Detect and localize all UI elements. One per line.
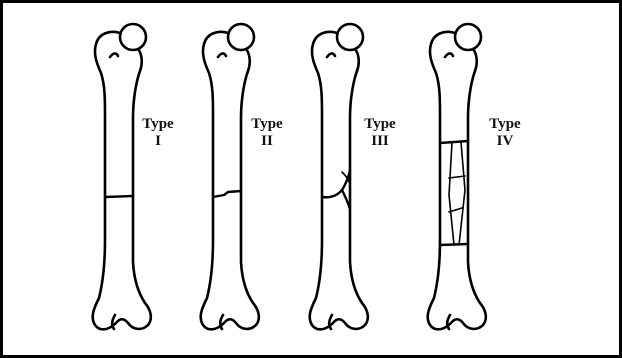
type-word: Type bbox=[244, 116, 290, 133]
type-numeral: III bbox=[357, 133, 403, 150]
type-numeral: IV bbox=[482, 133, 528, 150]
type-label-2: Type II bbox=[244, 116, 290, 150]
type-label-3: Type III bbox=[357, 116, 403, 150]
femur-type-4 bbox=[428, 24, 486, 329]
type-numeral: II bbox=[244, 133, 290, 150]
transverse-fracture-line bbox=[105, 196, 133, 197]
femur-type-1 bbox=[93, 24, 151, 329]
type-numeral: I bbox=[135, 133, 181, 150]
femur-type-2 bbox=[201, 24, 259, 329]
femur-outline-1 bbox=[93, 24, 151, 329]
type-word: Type bbox=[482, 116, 528, 133]
type-label-1: Type I bbox=[135, 116, 181, 150]
comminuted-upper-fracture-line bbox=[440, 141, 468, 143]
type-word: Type bbox=[357, 116, 403, 133]
comminuted-fragment-line-b bbox=[459, 142, 465, 245]
femur-outline-3 bbox=[310, 24, 368, 329]
femur-type-3 bbox=[310, 24, 368, 329]
short-oblique-fracture-line bbox=[213, 191, 241, 197]
comminuted-fragment-line-a bbox=[449, 143, 454, 245]
femur-outline-2 bbox=[201, 24, 259, 329]
type-word: Type bbox=[135, 116, 181, 133]
comminuted-fragment-line-c bbox=[449, 176, 465, 178]
butterfly-fracture-line-lower bbox=[322, 170, 350, 197]
type-label-4: Type IV bbox=[482, 116, 528, 150]
